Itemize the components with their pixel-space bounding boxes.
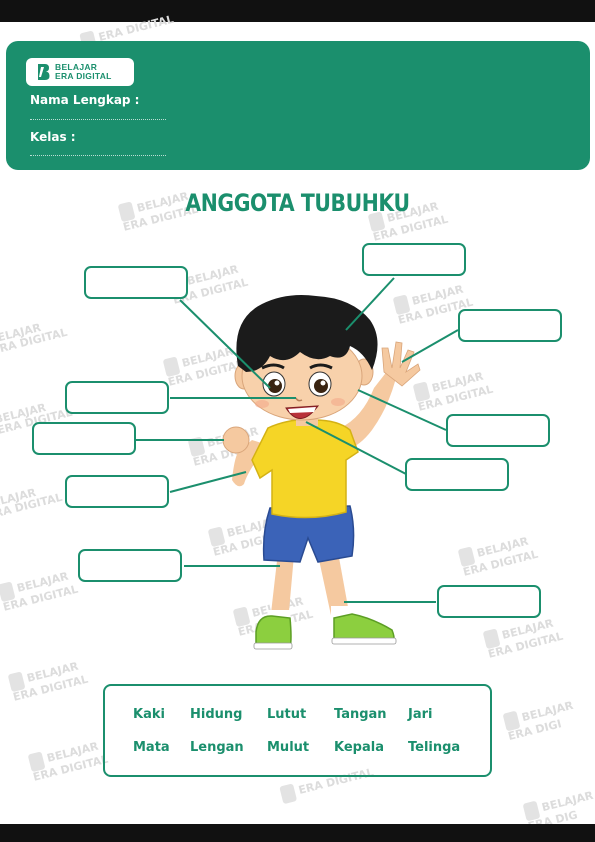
class-label: Kelas : — [30, 130, 76, 144]
word-bank-item: Tangan — [334, 707, 387, 722]
connector-lines — [136, 277, 459, 603]
brand-logo-icon — [36, 63, 50, 81]
header-card: BELAJAR ERA DIGITAL Nama Lengkap : Kelas… — [6, 41, 590, 170]
answer-box-hand[interactable] — [32, 422, 136, 455]
answer-box-elbow[interactable] — [65, 475, 169, 508]
brand-line-1: BELAJAR — [55, 62, 98, 72]
shorts — [262, 505, 355, 563]
answer-box-fingers[interactable] — [458, 309, 562, 342]
right-hand — [381, 341, 421, 387]
worksheet-title: ANGGOTA TUBUHKU — [185, 189, 410, 217]
answer-box-nose[interactable] — [65, 381, 169, 414]
word-bank-item: Mata — [133, 740, 170, 755]
brand-logo: BELAJAR ERA DIGITAL — [26, 58, 134, 86]
answer-box-hair[interactable] — [84, 266, 188, 299]
top-border — [0, 0, 595, 22]
left-leg — [270, 552, 294, 622]
word-bank-item: Kaki — [133, 707, 165, 722]
hair — [236, 295, 378, 372]
word-bank-item: Telinga — [408, 740, 461, 755]
word-bank-item: Lutut — [267, 707, 307, 722]
bottom-border — [0, 824, 595, 842]
class-field[interactable] — [30, 155, 166, 156]
word-bank-item: Jari — [408, 707, 433, 722]
word-bank-item: Kepala — [334, 740, 384, 755]
brand-name: BELAJAR ERA DIGITAL — [55, 63, 112, 81]
answer-box-arm[interactable] — [446, 414, 550, 447]
word-bank-item: Mulut — [267, 740, 310, 755]
word-bank-item: Lengan — [190, 740, 244, 755]
answer-box-mouth[interactable] — [405, 458, 509, 491]
name-field[interactable] — [30, 119, 166, 120]
word-bank: Kaki Hidung Lutut Tangan Jari Mata Lenga… — [103, 684, 492, 777]
right-arm — [340, 370, 396, 450]
answer-box-knee[interactable] — [78, 549, 182, 582]
word-bank-item: Hidung — [190, 707, 243, 722]
right-leg — [318, 552, 350, 620]
brand-line-2: ERA DIGITAL — [55, 71, 112, 81]
left-fist — [222, 426, 250, 454]
shirt — [251, 418, 359, 519]
answer-box-head[interactable] — [362, 243, 466, 276]
name-label: Nama Lengkap : — [30, 93, 140, 107]
answer-box-foot[interactable] — [437, 585, 541, 618]
